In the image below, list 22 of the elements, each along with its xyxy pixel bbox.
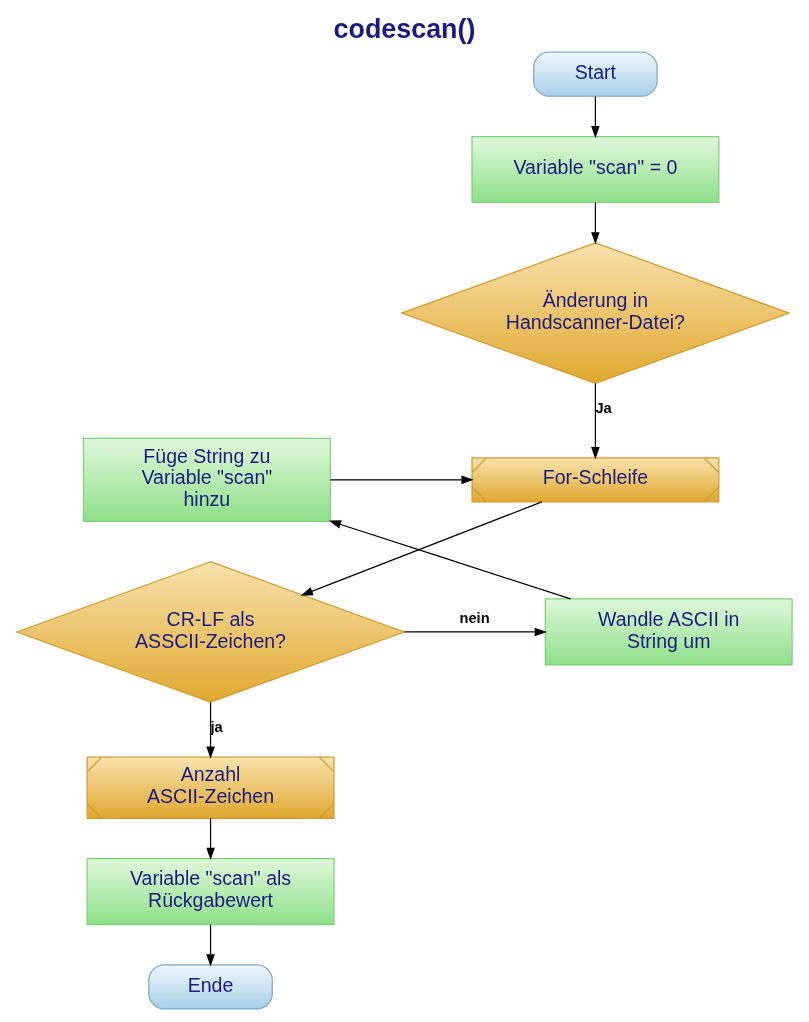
arrow (206, 701, 215, 759)
arrow (300, 501, 543, 596)
arrow (328, 520, 572, 600)
node-box: Variable "scan" = 0 (471, 135, 720, 204)
arrow (329, 475, 474, 485)
node-diamond: Änderung in Handscanner-Datei? (399, 242, 791, 384)
arrow (403, 627, 547, 637)
node-box: Start (533, 51, 658, 97)
node-box: Wandle ASCII in String um (544, 598, 793, 666)
diagram-title: codescan() (333, 14, 476, 45)
arrow (591, 382, 600, 460)
arrow (591, 202, 600, 245)
node-box: Ende (148, 964, 273, 1010)
edge-label: nein (459, 609, 490, 626)
arrow (206, 817, 215, 861)
edge-label: Ja (595, 400, 612, 417)
node-diamond: CR-LF als ASSCII-Zeichen? (15, 561, 406, 703)
arrow (206, 924, 215, 967)
edge-label: ja (210, 719, 223, 736)
arrow (591, 95, 600, 139)
node-box: Variable "scan" als Rückgabewert (86, 858, 335, 926)
node-box: Füge String zu Variable "scan" hinzu (82, 437, 331, 522)
